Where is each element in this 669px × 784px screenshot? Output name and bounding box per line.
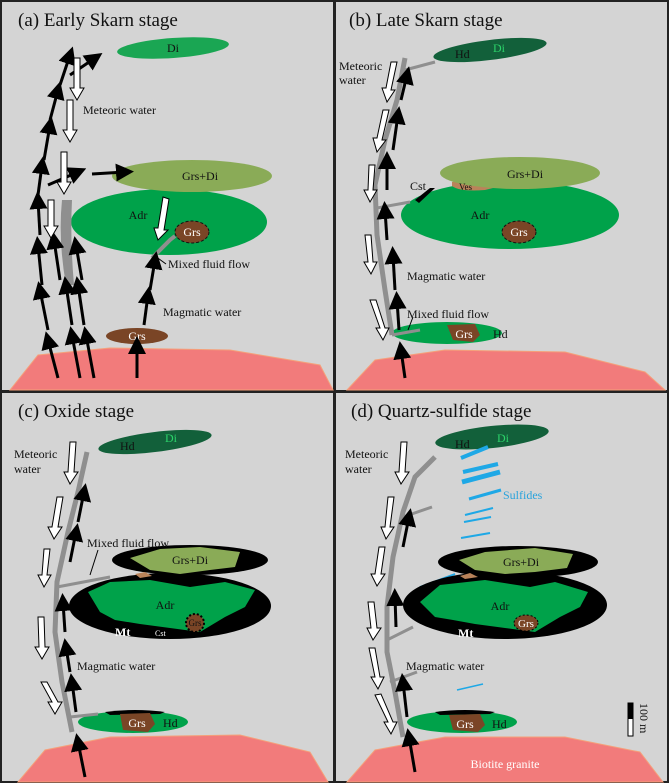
label-grs-inner: Grs <box>183 225 201 239</box>
label-cst: Cst <box>410 179 427 193</box>
label-adr: Adr <box>156 598 175 612</box>
meteoric-arrows <box>366 441 410 736</box>
grossular-inner <box>185 613 205 633</box>
hedenbergite-body <box>433 37 547 63</box>
label-meteoric-1: Meteoric <box>14 447 57 461</box>
label-cst: Cst <box>155 629 166 638</box>
panel-a-title: (a) Early Skarn stage <box>18 10 178 31</box>
fault <box>60 200 74 285</box>
magmatic-arrows <box>386 508 420 773</box>
label-grs-inner: Grs <box>510 225 528 239</box>
granite-body <box>345 736 665 783</box>
label-grs-di: Grs+Di <box>172 553 209 567</box>
magmatic-arrows <box>376 66 414 379</box>
label-adr: Adr <box>471 208 490 222</box>
label-meteoric-1: Meteoric <box>339 59 382 73</box>
grs-di-body <box>130 547 240 574</box>
label-magmatic-water: Magmatic water <box>77 659 155 673</box>
diopside-body <box>117 37 229 59</box>
magmatic-arrows <box>54 483 92 778</box>
label-sulfides: Sulfides <box>503 488 543 502</box>
label-mixed-fluid-flow: Mixed fluid flow <box>407 307 489 321</box>
scale-bar: 100 m <box>627 702 651 737</box>
label-adr: Adr <box>491 599 510 613</box>
panel-b-title: (b) Late Skarn stage <box>349 10 503 31</box>
label-grs-bottom: Grs <box>128 716 146 730</box>
grossular-inner <box>513 614 539 632</box>
label-meteoric-2: water <box>14 462 41 476</box>
label-grs-bottom: Grs <box>456 717 474 731</box>
meteoric-arrows <box>34 441 79 715</box>
vesuvianite-body <box>135 572 152 578</box>
label-ves: Ves <box>459 182 472 192</box>
panel-d: Biotite granite Hd Di Sulfides Grs+Di Ad… <box>334 391 669 783</box>
andradite-body <box>88 580 255 632</box>
scale-label: 100 m <box>637 703 651 734</box>
grossular-inner <box>174 220 210 244</box>
panel-b: Hd Di Grs+Di Ves Adr Grs Cst Grs Hd Mete… <box>334 0 669 392</box>
label-di: Di <box>165 431 178 445</box>
leader-line <box>407 316 414 331</box>
vesuvianite-body <box>460 573 478 579</box>
label-grs-inner: Grs <box>518 618 534 630</box>
label-mt: Mt <box>458 626 473 640</box>
label-biotite-granite: Biotite granite <box>471 757 540 771</box>
label-hd-bottom: Hd <box>493 327 508 341</box>
fault <box>384 455 437 738</box>
label-meteoric-2: water <box>339 73 366 87</box>
hedenbergite-body <box>98 429 212 455</box>
panel-c: Hd Di Grs+Di Adr Grs Mt Cst Grs Hd Meteo <box>0 391 335 783</box>
fault-branch <box>56 575 111 719</box>
label-di: Di <box>167 41 180 55</box>
label-mixed-fluid-flow: Mixed fluid flow <box>87 536 169 550</box>
grossular-bottom <box>120 713 155 732</box>
label-adr: Adr <box>129 208 148 222</box>
andradite-body <box>420 580 588 632</box>
label-hd: Hd <box>120 439 135 453</box>
label-di: Di <box>493 41 506 55</box>
granite-body <box>16 734 329 783</box>
label-magmatic-water: Magmatic water <box>406 659 484 673</box>
grossular-bottom <box>447 324 480 342</box>
label-grs-di: Grs+Di <box>507 167 544 181</box>
label-hd-bottom: Hd <box>163 716 178 730</box>
label-meteoric-water: Meteoric water <box>83 103 156 117</box>
calcite-body <box>415 188 435 203</box>
grs-di-body <box>112 160 272 192</box>
label-hd: Hd <box>455 437 470 451</box>
magmatic-arrows <box>29 46 163 379</box>
leader-line <box>154 255 167 265</box>
magnetite-bottom <box>435 710 495 715</box>
grossular-inner <box>501 220 537 244</box>
meteoric-arrows <box>43 57 170 241</box>
label-meteoric-2: water <box>345 462 372 476</box>
panel-c-title: (c) Oxide stage <box>18 401 134 422</box>
label-hd: Hd <box>455 47 470 61</box>
label-grs-bottom: Grs <box>455 327 473 341</box>
granite-body <box>345 349 667 391</box>
panel-a: Di Grs+Di Adr Grs Grs Meteoric water <box>0 0 335 392</box>
label-grs-bottom: Grs <box>128 329 146 343</box>
hedenbergite-body <box>435 424 549 450</box>
andradite-body <box>71 189 267 255</box>
label-hd-bottom: Hd <box>492 717 507 731</box>
label-magmatic-water: Magmatic water <box>407 269 485 283</box>
label-mixed-fluid-flow: Mixed fluid flow <box>168 257 250 271</box>
label-meteoric-1: Meteoric <box>345 447 388 461</box>
label-grs-di: Grs+Di <box>182 169 219 183</box>
label-grs-di: Grs+Di <box>503 555 540 569</box>
grossular-bottom <box>449 714 485 732</box>
grs-di-body <box>440 157 600 189</box>
fault <box>372 57 408 336</box>
panel-d-title: (d) Quartz-sulfide stage <box>351 401 531 422</box>
meteoric-arrows <box>363 61 398 342</box>
label-mt: Mt <box>115 625 130 639</box>
leader-line <box>89 549 99 576</box>
label-grs-inner: Grs <box>189 618 202 628</box>
grs-di-body <box>459 548 573 574</box>
label-di: Di <box>497 431 510 445</box>
label-magmatic-water: Magmatic water <box>163 305 241 319</box>
andradite-body <box>401 181 619 249</box>
